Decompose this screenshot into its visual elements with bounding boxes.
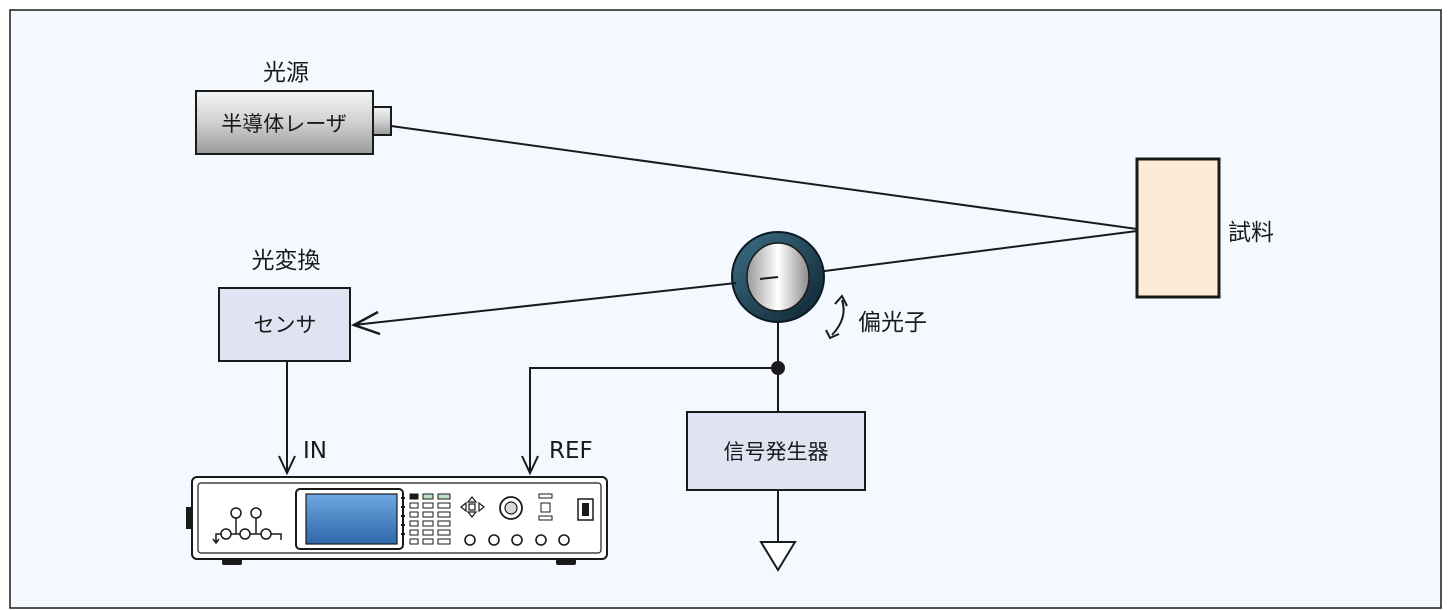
sensor-label: センサ [254,313,317,337]
light-source-title: 光源 [263,60,309,86]
in-label: IN [303,438,327,464]
sample-block [1135,157,1221,299]
ref-signal-line [529,367,778,473]
signal-generator-label: 信号発生器 [724,440,829,464]
converter-title: 光変換 [252,248,321,274]
beam-to-sensor [353,282,737,326]
in-arrowhead [278,455,296,476]
laser-aperture [372,106,392,136]
lock-in-amplifier-icon [186,476,608,565]
polarizer-inner-beam [759,276,779,280]
laser-label: 半導体レーザ [221,112,347,136]
polarizer-label: 偏光子 [858,310,927,336]
ground-triangle-icon [759,541,797,572]
laser-device: 半導体レーザ [195,90,392,155]
rotation-arrow-icon [825,294,848,340]
sensor-box [218,287,351,362]
ref-label: REF [549,438,593,464]
sample-label: 試料 [1228,220,1274,246]
signal-generator-box [686,411,866,491]
sensor-arrowhead [350,310,381,336]
reflected-beam [777,230,1138,278]
ref-arrowhead [521,455,539,476]
incident-beam [390,125,1138,230]
